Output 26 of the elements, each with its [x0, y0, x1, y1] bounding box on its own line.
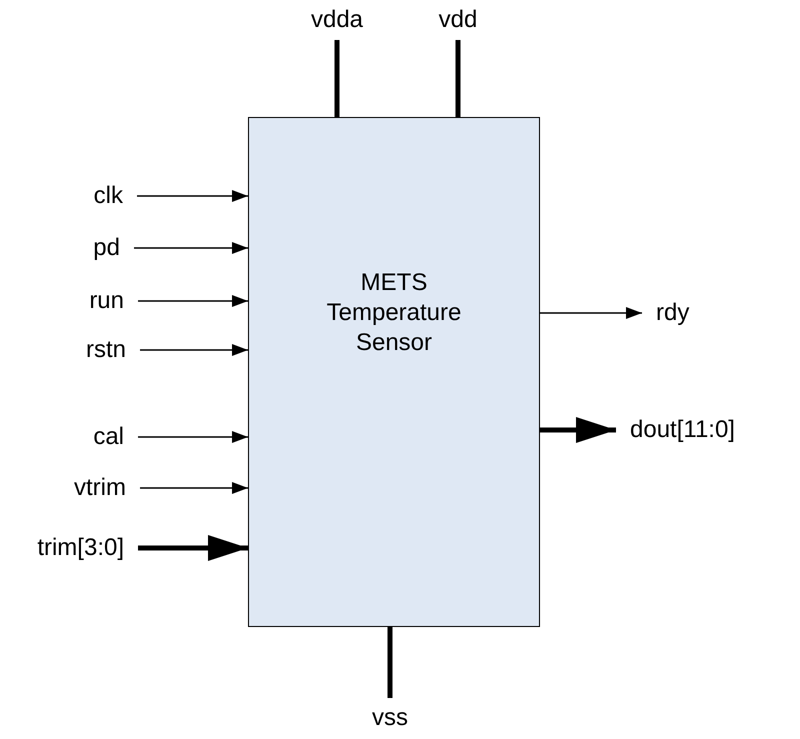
signal-arrow	[540, 417, 616, 443]
pin-label: rstn	[86, 336, 126, 364]
pin-label: vss	[372, 704, 408, 732]
signal-arrow	[540, 307, 642, 319]
sensor-block	[248, 117, 540, 627]
signal-arrow	[138, 431, 248, 443]
power-line	[456, 40, 460, 117]
signal-arrow	[134, 242, 248, 254]
pin-label: pd	[93, 234, 120, 262]
signal-arrow	[138, 295, 248, 307]
power-line	[388, 627, 392, 698]
signal-arrow	[138, 535, 248, 561]
pin-label: vdda	[310, 6, 364, 34]
power-line	[334, 40, 340, 117]
pin-label: vtrim	[74, 474, 126, 502]
signal-arrow	[140, 344, 248, 356]
block-title: METS Temperature Sensor	[326, 268, 462, 358]
signal-arrow	[140, 482, 248, 494]
pin-label: run	[89, 287, 124, 315]
pin-label: clk	[94, 182, 123, 210]
pin-label: trim[3:0]	[37, 534, 124, 562]
pin-label: cal	[93, 423, 124, 451]
pin-label: vdd	[438, 6, 478, 34]
pin-label: dout[11:0]	[630, 416, 735, 444]
signal-arrow	[137, 190, 248, 202]
pin-label: rdy	[656, 299, 690, 327]
